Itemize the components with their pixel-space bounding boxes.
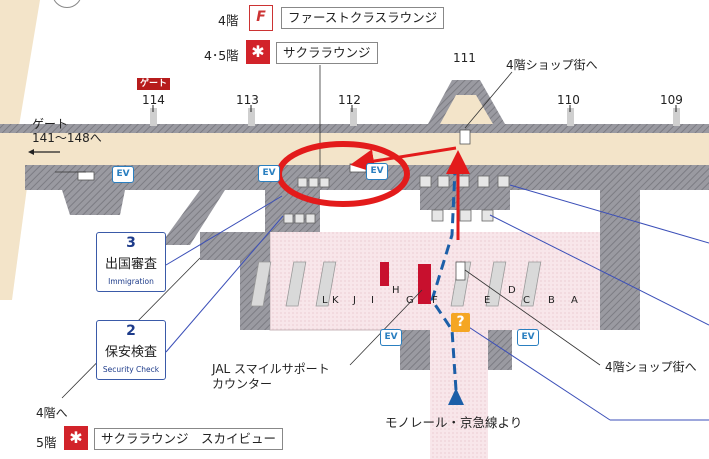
immigration-label-jp: 出国審査: [104, 257, 157, 272]
counter-letter-h: H: [392, 285, 400, 296]
counter-letter-k: K: [332, 295, 339, 306]
checkin-counters: [250, 261, 542, 307]
sakura-logo-icon: ✱: [246, 40, 270, 64]
elevator-icon: EV: [112, 166, 134, 183]
information-icon: ?: [451, 313, 470, 332]
concourse-wall-bottom: [0, 165, 709, 245]
gate-112: 112: [338, 93, 361, 107]
counter-letter-c: C: [523, 295, 530, 306]
sakura-skyview-logo-icon: ✱: [64, 426, 88, 450]
jal-smile-support-label: JAL スマイルサポート: [212, 362, 330, 376]
jal-counter-h: [380, 262, 389, 286]
concourse-floor: [0, 132, 709, 165]
gate-114: 114: [142, 93, 165, 107]
gate-113: 113: [236, 93, 259, 107]
immigration-step-number: 3: [126, 235, 136, 251]
gate-badge: ゲート: [137, 78, 171, 90]
counter-letter-i: I: [371, 295, 374, 306]
to-4f-label: 4階へ: [36, 406, 68, 420]
jal-counter-g: [418, 264, 431, 304]
west-walkway: [0, 0, 40, 132]
sakura-lounge-label: サクララウンジ: [276, 42, 378, 64]
counter-letter-b: B: [548, 295, 555, 306]
jal-smile-support-counter-label: カウンター: [212, 377, 273, 391]
first-class-lounge-label: ファーストクラスラウンジ: [281, 7, 445, 29]
counter-letter-f: F: [432, 295, 438, 306]
gate-109: 109: [660, 93, 683, 107]
elevator-icon: EV: [258, 165, 280, 182]
sakura-skyview-label: サクララウンジ スカイビュー: [94, 428, 284, 450]
immigration-sign: 3 出国審査 Immigration: [96, 232, 166, 292]
first-lounge-floor: 4階: [218, 13, 239, 28]
first-class-logo-icon: F: [249, 5, 273, 31]
security-step-number: 2: [126, 323, 136, 339]
skyview-floor: 5階: [36, 435, 57, 450]
concourse-wall-top: [0, 124, 709, 133]
gate-110: 110: [557, 93, 580, 107]
shop-street-label-bottom: 4階ショップ街へ: [605, 360, 697, 374]
shop-street-label-top: 4階ショップ街へ: [506, 58, 598, 72]
elevator-icon: EV: [517, 329, 539, 346]
counter-letter-j: J: [352, 295, 356, 306]
security-label-en: Security Check: [102, 365, 160, 374]
gate-111: 111: [453, 51, 476, 65]
counter-letter-d: D: [508, 285, 516, 296]
gate-141-148-range: 141～148へ: [32, 131, 102, 145]
immigration-label-en: Immigration: [108, 277, 154, 286]
elevator-icon: EV: [366, 163, 388, 180]
gate-141-label: ゲート: [32, 117, 69, 131]
monorail-route: [430, 169, 458, 391]
counter-letter-e: E: [484, 295, 490, 306]
counter-letter-a: A: [571, 295, 578, 306]
security-zone: [270, 232, 600, 459]
monorail-keikyu-label: モノレール・京急線より: [385, 415, 523, 430]
sakura-lounge-floor: 4･5階: [204, 48, 239, 63]
counter-letter-l: L: [322, 295, 328, 306]
security-check-sign: 2 保安検査 Security Check: [96, 320, 166, 380]
security-label-jp: 保安検査: [104, 345, 157, 360]
elevator-icon: EV: [380, 329, 402, 346]
counter-letter-g: G: [406, 295, 414, 306]
